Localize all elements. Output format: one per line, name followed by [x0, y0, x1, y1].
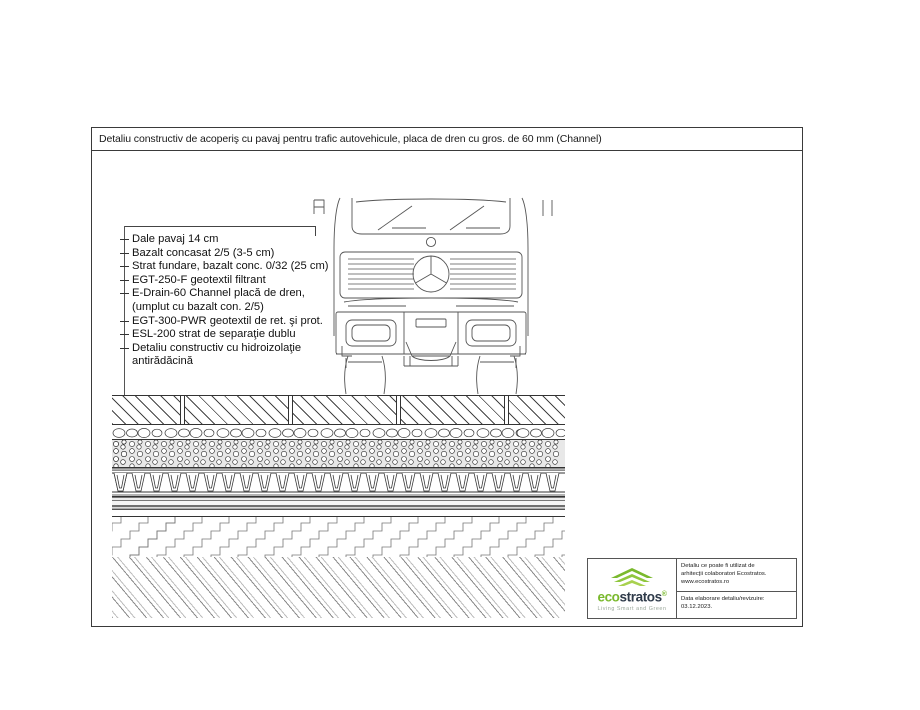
leader-tick-icon	[120, 334, 129, 336]
green-roof-chevron-icon	[611, 568, 653, 587]
layer-label-protect-geo: EGT-300-PWR geotextil de ret. şi prot.	[120, 315, 432, 329]
layer-structural-concrete-slab	[112, 557, 565, 618]
layer-label-basalt-bed: Bazalt concasat 2/5 (3-5 cm)	[120, 247, 432, 261]
layer-label-paving: Dale pavaj 14 cm	[120, 233, 432, 247]
revision-date: 03.12.2023.	[681, 604, 713, 611]
logo-area: ecostratos® Living Smart and Green	[588, 559, 677, 618]
layer-label-antiroot: antirădăcină	[132, 355, 193, 368]
page-title: Detaliu constructiv de acoperiş cu pavaj…	[99, 133, 602, 145]
layer-label-list: Dale pavaj 14 cm Bazalt concasat 2/5 (3-…	[120, 233, 432, 369]
layer-label-filter-geo: EGT-250-F geotextil filtrant	[120, 274, 432, 288]
layer-waterproofing-antiroot	[112, 510, 565, 517]
leader-tick-icon	[120, 320, 129, 322]
layer-label-drain-board: E-Drain-60 Channel placă de dren,	[120, 287, 432, 301]
layer-label-separation: ESL-200 strat de separaţie dublu	[120, 328, 432, 342]
logo-word-stratos: stratos	[619, 589, 663, 605]
layer-separation-double	[112, 501, 565, 510]
layer-basalt-bedding	[112, 425, 565, 440]
logo-info-block: ecostratos® Living Smart and Green Detal…	[587, 558, 797, 619]
truck-front-view	[300, 196, 562, 396]
logo-registered-mark: ®	[661, 591, 667, 599]
revision-note: Data elaborare detaliu/revizuire: 03.12.…	[677, 592, 796, 618]
logo-wordmark: ecostratos®	[597, 588, 666, 605]
roof-buildup-section	[112, 395, 565, 579]
leader-tick-icon	[120, 279, 129, 281]
layer-filter-geotextile	[112, 468, 565, 471]
leader-tick-icon	[120, 239, 129, 240]
info-panel: Detaliu ce poate fi utilizat de arhitecţ…	[677, 559, 796, 618]
layer-label-sub-base: Strat fundare, bazalt conc. 0/32 (25 cm)	[120, 260, 432, 274]
mercedes-star-emblem	[412, 255, 450, 293]
layer-label-drain-fill: (umplut cu bazalt con. 2/5)	[132, 300, 264, 313]
layer-sub-base-0-32	[112, 440, 565, 468]
title-bar: Detaliu constructiv de acoperiş cu pavaj…	[92, 128, 802, 151]
website-url[interactable]: www.ecostratos.ro	[681, 579, 730, 586]
logo-tagline: Living Smart and Green	[597, 605, 667, 612]
layer-edrain-60-board	[112, 471, 565, 497]
layer-paving-slabs	[112, 395, 565, 425]
logo-word-eco: eco	[597, 589, 620, 605]
leader-tick-icon	[120, 347, 129, 349]
leader-tick-icon	[120, 293, 129, 295]
leader-tick-icon	[120, 266, 129, 268]
usage-note: Detaliu ce poate fi utilizat de arhitecţ…	[677, 559, 796, 592]
leader-tick-icon	[120, 252, 129, 254]
layer-label-waterproofing: Detaliu constructiv cu hidroizolaţie	[120, 342, 432, 356]
layer-protective-geotextile	[112, 497, 565, 501]
